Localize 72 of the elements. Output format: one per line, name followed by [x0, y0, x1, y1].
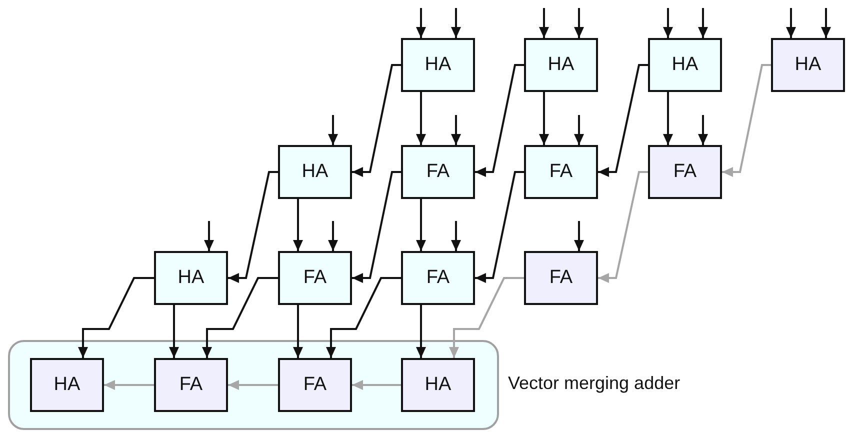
arrow: [574, 8, 584, 38]
arrow: [698, 8, 708, 38]
adder-label: HA: [672, 54, 698, 76]
adder-box: [401, 358, 475, 412]
adder-box: [524, 38, 598, 92]
arrow: [352, 171, 401, 283]
arrow: [352, 64, 401, 177]
arrow: [352, 380, 401, 390]
arrow: [78, 277, 154, 358]
arrow: [722, 64, 771, 177]
arrow: [228, 171, 278, 283]
adder-label: HA: [424, 54, 452, 76]
arrow: [539, 92, 549, 145]
adder-box: [30, 358, 104, 412]
adder-label: HA: [794, 54, 822, 76]
arrow: [204, 221, 214, 251]
adder-box: [524, 145, 598, 199]
arrow: [574, 115, 584, 145]
adder-label: HA: [178, 267, 204, 289]
arrow: [416, 305, 426, 358]
adder-box: [524, 251, 598, 305]
adder-box: [278, 358, 352, 412]
arrow: [574, 221, 584, 251]
arrow: [416, 8, 426, 38]
arrow: [202, 277, 278, 358]
adder-box: [771, 38, 845, 92]
adder-label: FA: [426, 161, 450, 183]
adder-box: [648, 145, 722, 199]
adder-label: FA: [426, 267, 450, 289]
adder-label: FA: [303, 374, 327, 396]
adder-box: [154, 251, 228, 305]
adder-box: [401, 38, 475, 92]
arrow: [475, 64, 524, 177]
adder-label: FA: [673, 161, 697, 183]
arrow: [326, 277, 401, 358]
arrow: [449, 277, 524, 358]
arrow: [475, 171, 524, 283]
arrow: [451, 8, 461, 38]
arrow: [786, 8, 796, 38]
arrow: [663, 92, 673, 145]
adder-label: FA: [303, 267, 327, 289]
arrow: [228, 380, 278, 390]
arrow: [451, 115, 461, 145]
adder-label: HA: [424, 374, 452, 396]
adder-box: [648, 38, 722, 92]
adder-label: HA: [548, 54, 574, 76]
arrow: [169, 305, 179, 358]
adder-box: [278, 145, 352, 199]
arrow: [663, 8, 673, 38]
adder-label: HA: [54, 374, 80, 396]
arrow: [451, 221, 461, 251]
arrow: [104, 380, 154, 390]
arrow: [598, 171, 648, 283]
group-label: Vector merging adder: [508, 373, 680, 394]
arrow: [416, 199, 426, 251]
adder-label: HA: [302, 161, 328, 183]
arrow: [598, 64, 648, 177]
arrow: [328, 221, 338, 251]
arrow: [821, 8, 831, 38]
arrow: [539, 8, 549, 38]
arrow: [698, 115, 708, 145]
arrow: [293, 199, 303, 251]
adder-box: [154, 358, 228, 412]
arrow: [293, 305, 303, 358]
arrow: [328, 115, 338, 145]
adder-label: FA: [549, 161, 573, 183]
adder-label: FA: [549, 267, 573, 289]
adder-box: [401, 145, 475, 199]
adder-label: FA: [179, 374, 203, 396]
adder-box: [401, 251, 475, 305]
adder-box: [278, 251, 352, 305]
arrow: [416, 92, 426, 145]
